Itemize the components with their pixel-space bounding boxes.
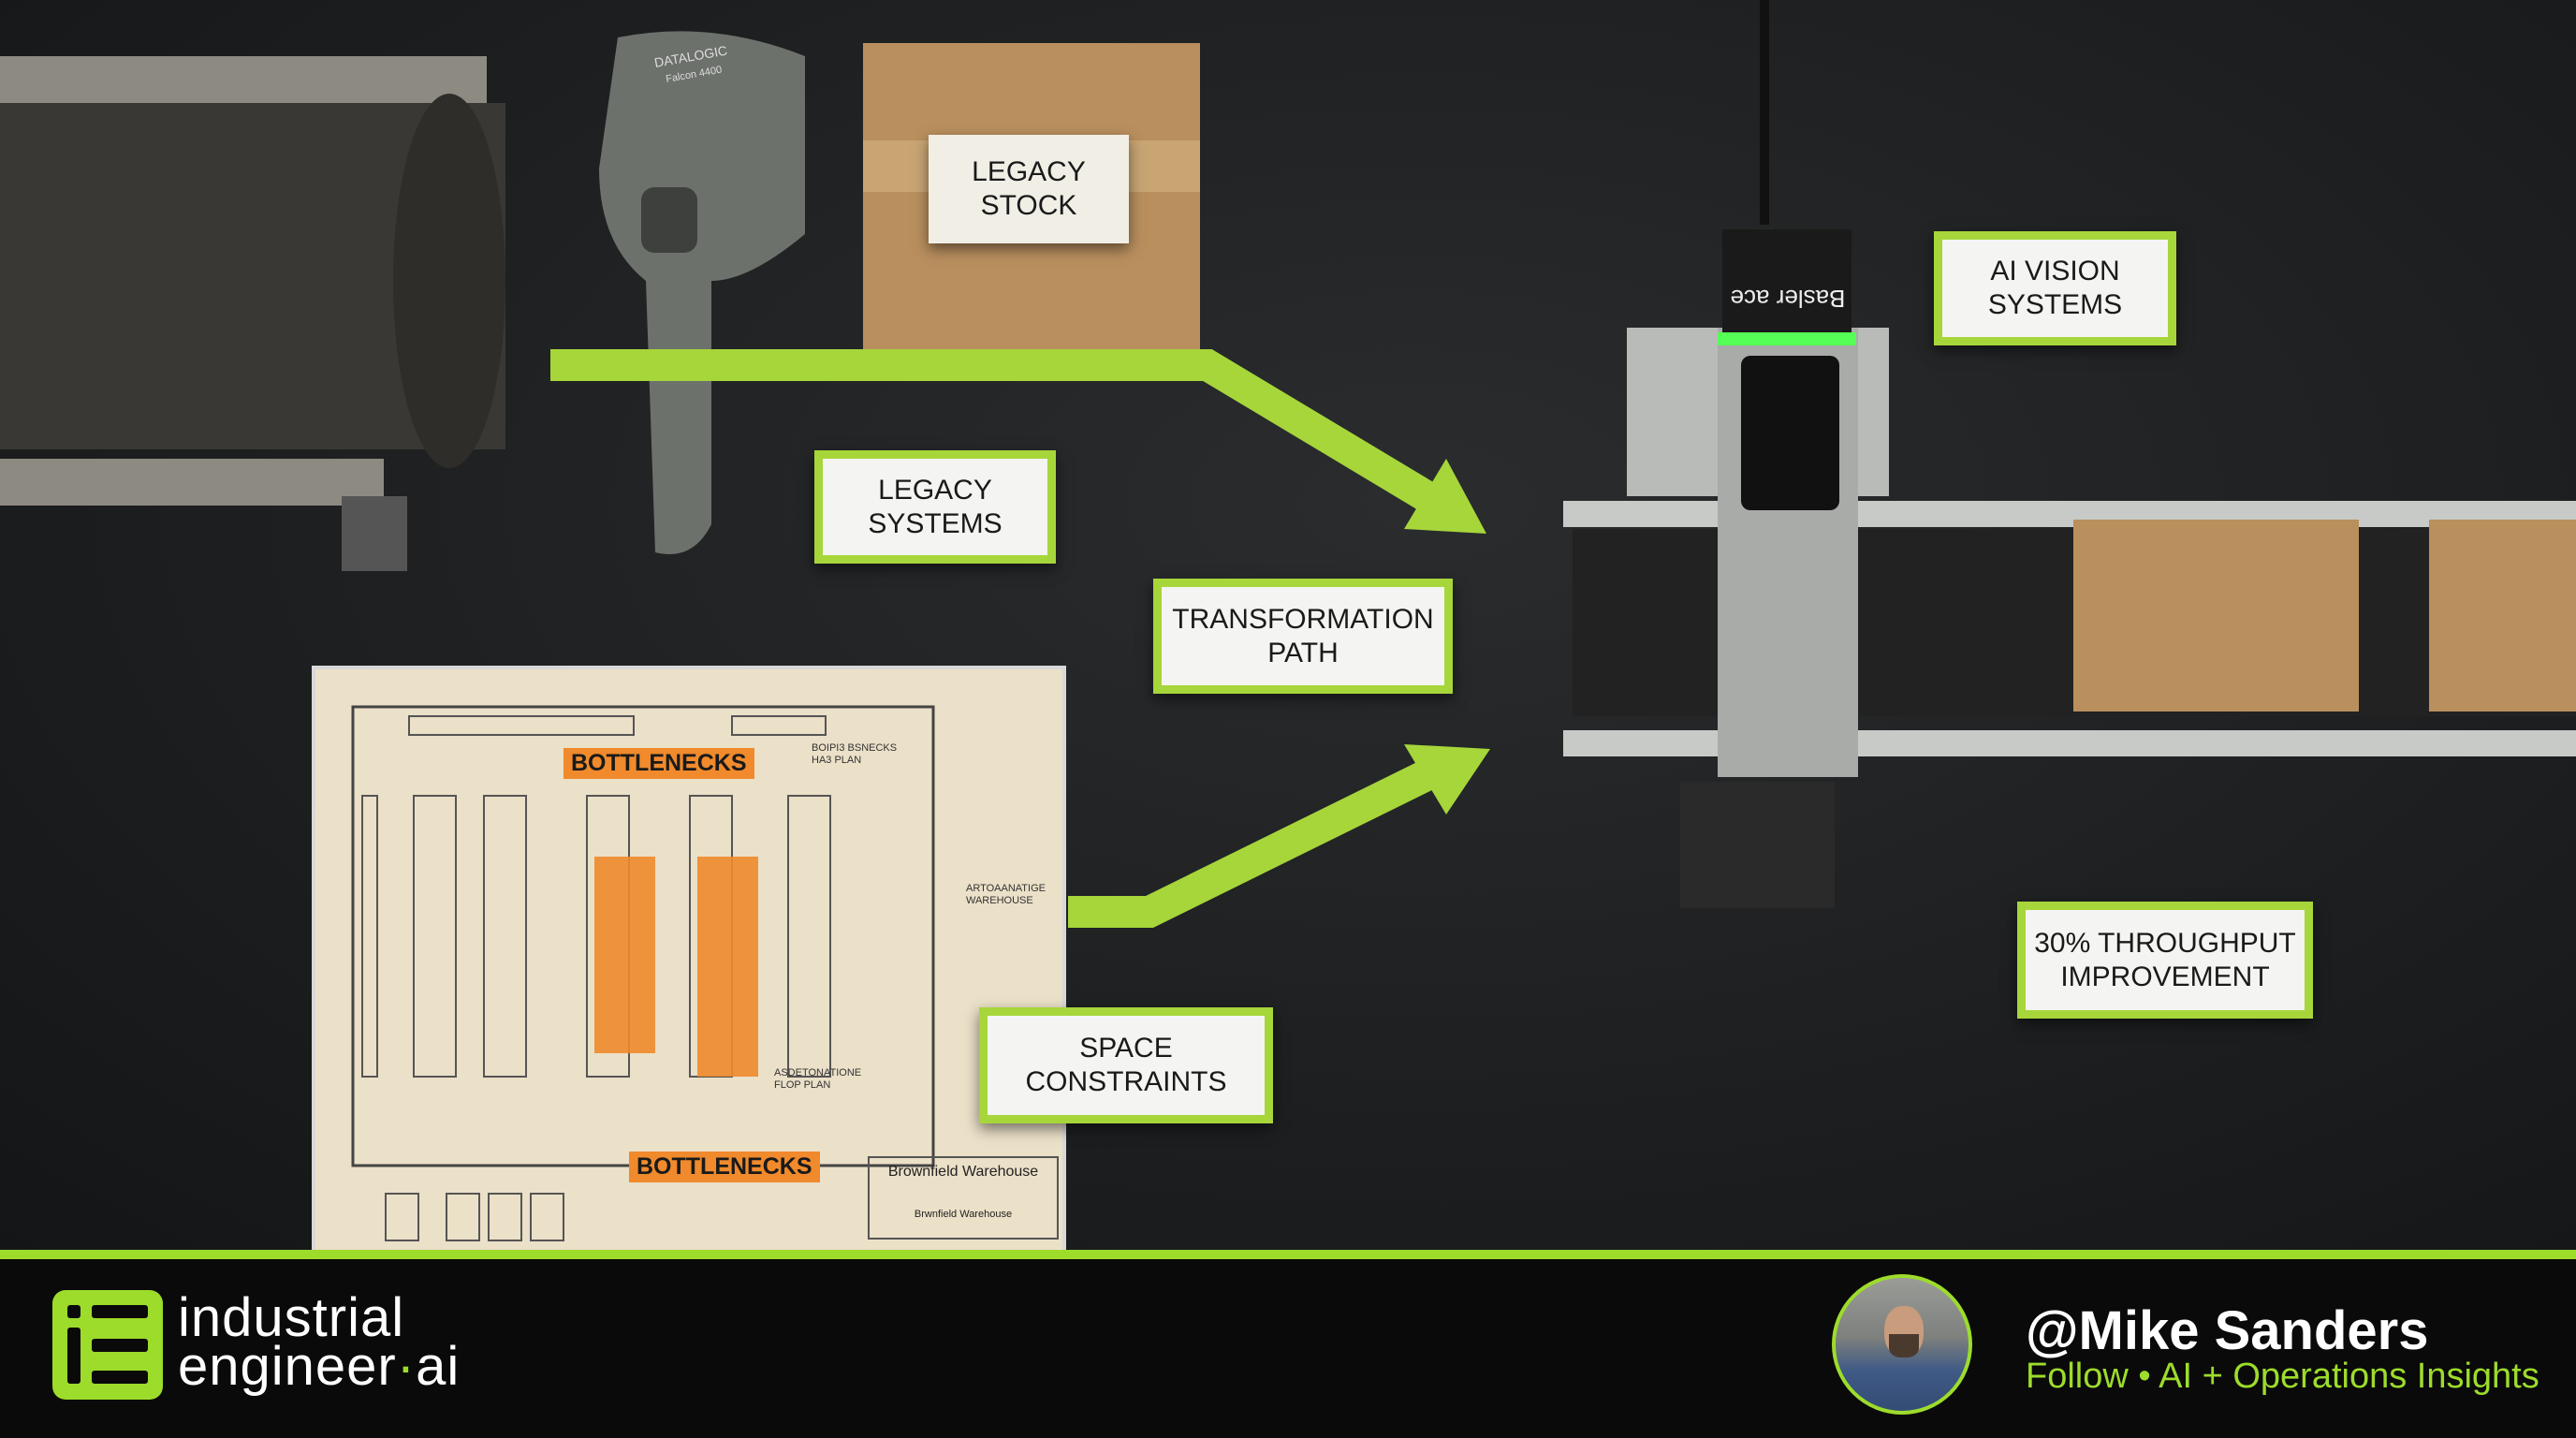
footer-bar (0, 1259, 2576, 1438)
bottlenecks-tag-bottom: BOTTLENECKS (629, 1152, 820, 1182)
label-legacy-stock: LEGACY STOCK (929, 135, 1129, 243)
label-transformation-path: TRANSFORMATION PATH (1153, 579, 1453, 694)
label-line: SPACE (1079, 1033, 1173, 1064)
camera-brand: Basler ace (1731, 285, 1846, 313)
old-conveyor-belt (0, 56, 505, 571)
author-tagline: Follow • AI + Operations Insights (2026, 1357, 2539, 1396)
label-line: LEGACY (972, 156, 1086, 187)
label-line: STOCK (980, 190, 1077, 221)
modern-conveyor (1563, 328, 2576, 908)
bottleneck-highlight (697, 857, 758, 1077)
label-line: TRANSFORMATION (1172, 603, 1434, 635)
label-throughput-improvement: 30% THROUGHPUT IMPROVEMENT (2017, 902, 2313, 1019)
title-block: Brownfield Warehouse Brwnfield Warehouse (868, 1156, 1059, 1240)
floor-plan-drawing (351, 705, 935, 1241)
label-line: AI VISION (1990, 256, 2120, 286)
bottlenecks-tag-top: BOTTLENECKS (564, 748, 754, 779)
ai-vision-camera: Basler ace (1718, 0, 1856, 510)
logo-line-1: industrial (178, 1287, 405, 1348)
label-line: CONSTRAINTS (1025, 1066, 1227, 1097)
title-block-small: Brwnfield Warehouse (914, 1209, 1013, 1220)
author-handle[interactable]: @Mike Sanders (2026, 1300, 2429, 1361)
logo-line-2: engineer (178, 1336, 397, 1397)
label-ai-vision-systems: AI VISION SYSTEMS (1934, 231, 2176, 345)
label-line: 30% THROUGHPUT (2034, 927, 2296, 959)
brand-logo-text: industrial engineer·ai (178, 1287, 461, 1397)
accent-divider (0, 1250, 2576, 1259)
arrow-head-top-icon (1404, 459, 1486, 534)
title-block-name: Brownfield Warehouse (887, 1164, 1039, 1180)
transformation-arrow-bottom (1068, 753, 1449, 928)
label-line: SYSTEMS (868, 507, 1003, 539)
label-line: LEGACY (878, 474, 992, 506)
scene-props: DATALOGIC Falcon 4400 Basler ace (0, 0, 2576, 928)
bottleneck-highlight (594, 857, 655, 1053)
label-line: SYSTEMS (1987, 289, 2123, 320)
logo-suffix: ai (416, 1336, 461, 1397)
label-line: IMPROVEMENT (2060, 961, 2270, 992)
author-avatar[interactable] (1832, 1274, 1972, 1415)
brand-logo-icon (52, 1290, 163, 1400)
label-space-constraints: SPACE CONSTRAINTS (979, 1007, 1273, 1123)
label-legacy-systems: LEGACY SYSTEMS (814, 450, 1056, 564)
barcode-scanner: DATALOGIC Falcon 4400 (599, 31, 805, 555)
label-line: PATH (1267, 637, 1339, 668)
arrow-head-bottom-icon (1404, 744, 1490, 814)
transformation-arrow-top (550, 349, 1450, 520)
